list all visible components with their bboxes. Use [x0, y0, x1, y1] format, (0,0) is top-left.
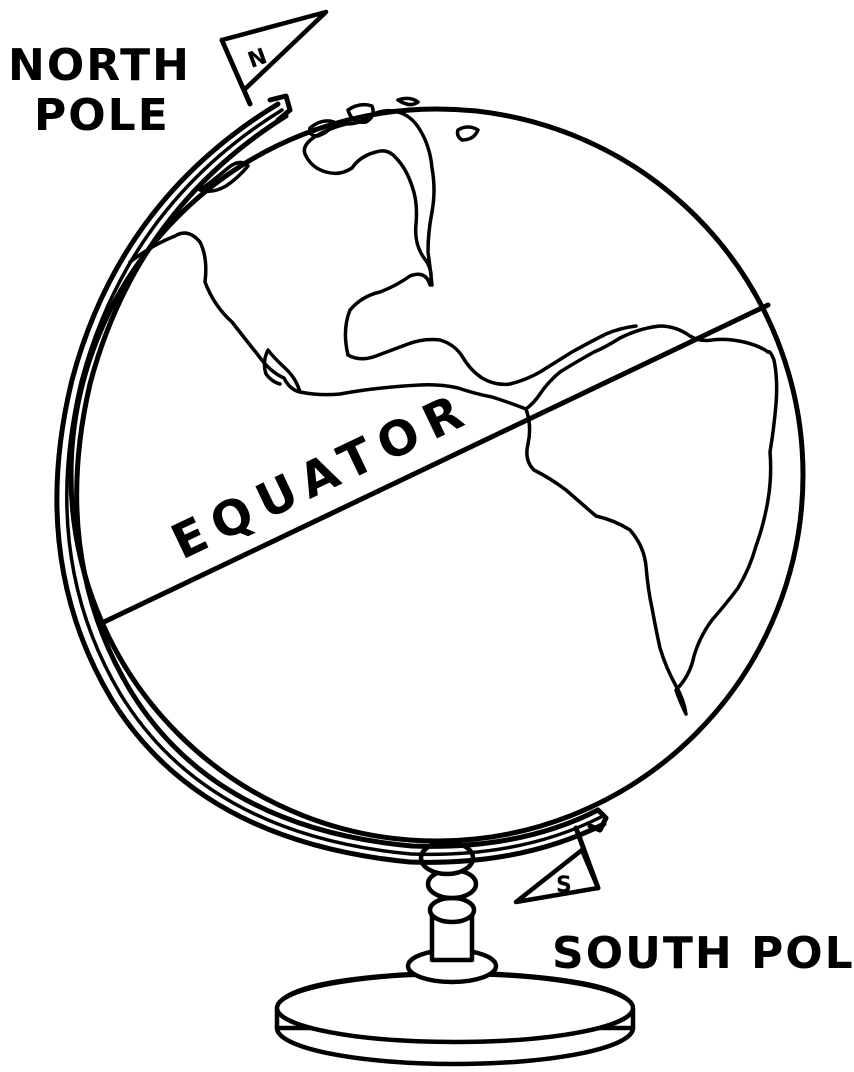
- caribbean-outline: [304, 111, 434, 355]
- arctic-island-4: [458, 127, 479, 140]
- north-pole-flag: N: [222, 12, 326, 104]
- equator-line: [104, 305, 768, 622]
- north-pole-label-line1: NORTH: [8, 40, 191, 91]
- gulf-of-mexico-outline: [264, 350, 300, 392]
- south-pole-label: SOUTH POLE: [552, 928, 854, 979]
- north-america-outline: [130, 233, 768, 409]
- south-america-outline: [526, 352, 777, 714]
- south-pole-flag: S: [516, 828, 598, 902]
- south-flag-letter: S: [556, 873, 572, 898]
- equator-label: EQUATOR: [163, 380, 480, 570]
- arctic-island-3: [398, 98, 418, 104]
- north-pole-label-line2: POLE: [34, 90, 170, 141]
- globe-sphere: [71, 109, 803, 841]
- central-america-outline: [348, 326, 636, 384]
